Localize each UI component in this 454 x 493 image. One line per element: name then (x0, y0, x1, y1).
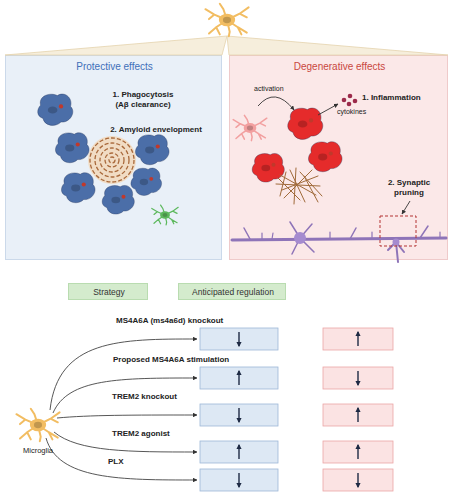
strategy-label: Proposed MS4A6A stimulation (113, 355, 229, 365)
strategy-label: TREM2 agonist (112, 429, 170, 439)
strategy-label: PLX (108, 457, 124, 467)
header-box: Strategy (68, 283, 148, 300)
header-text: Strategy (69, 287, 149, 297)
strategy-label: TREM2 knockout (112, 392, 177, 402)
header-text: Anticipated regulation (179, 287, 287, 297)
panel-title: Degenerative effects (230, 61, 449, 73)
effect-item: 1. Inflammation (362, 93, 421, 103)
cell-label: Microglia (23, 446, 53, 455)
strategy-label: MS4A6A (ms4a6d) knockout (116, 316, 223, 326)
panel-title: Protective effects (6, 61, 223, 73)
effect-item: 2. Amyloid envelopment (94, 125, 218, 135)
header-box: Anticipated regulation (178, 283, 286, 300)
arrow-label: activation (254, 85, 284, 93)
effect-item: 1. Phagocytosis (Aβ clearance) (107, 90, 179, 109)
effect-item: 2. Synaptic pruning (378, 178, 440, 197)
arrow-label: cytokines (337, 108, 366, 116)
